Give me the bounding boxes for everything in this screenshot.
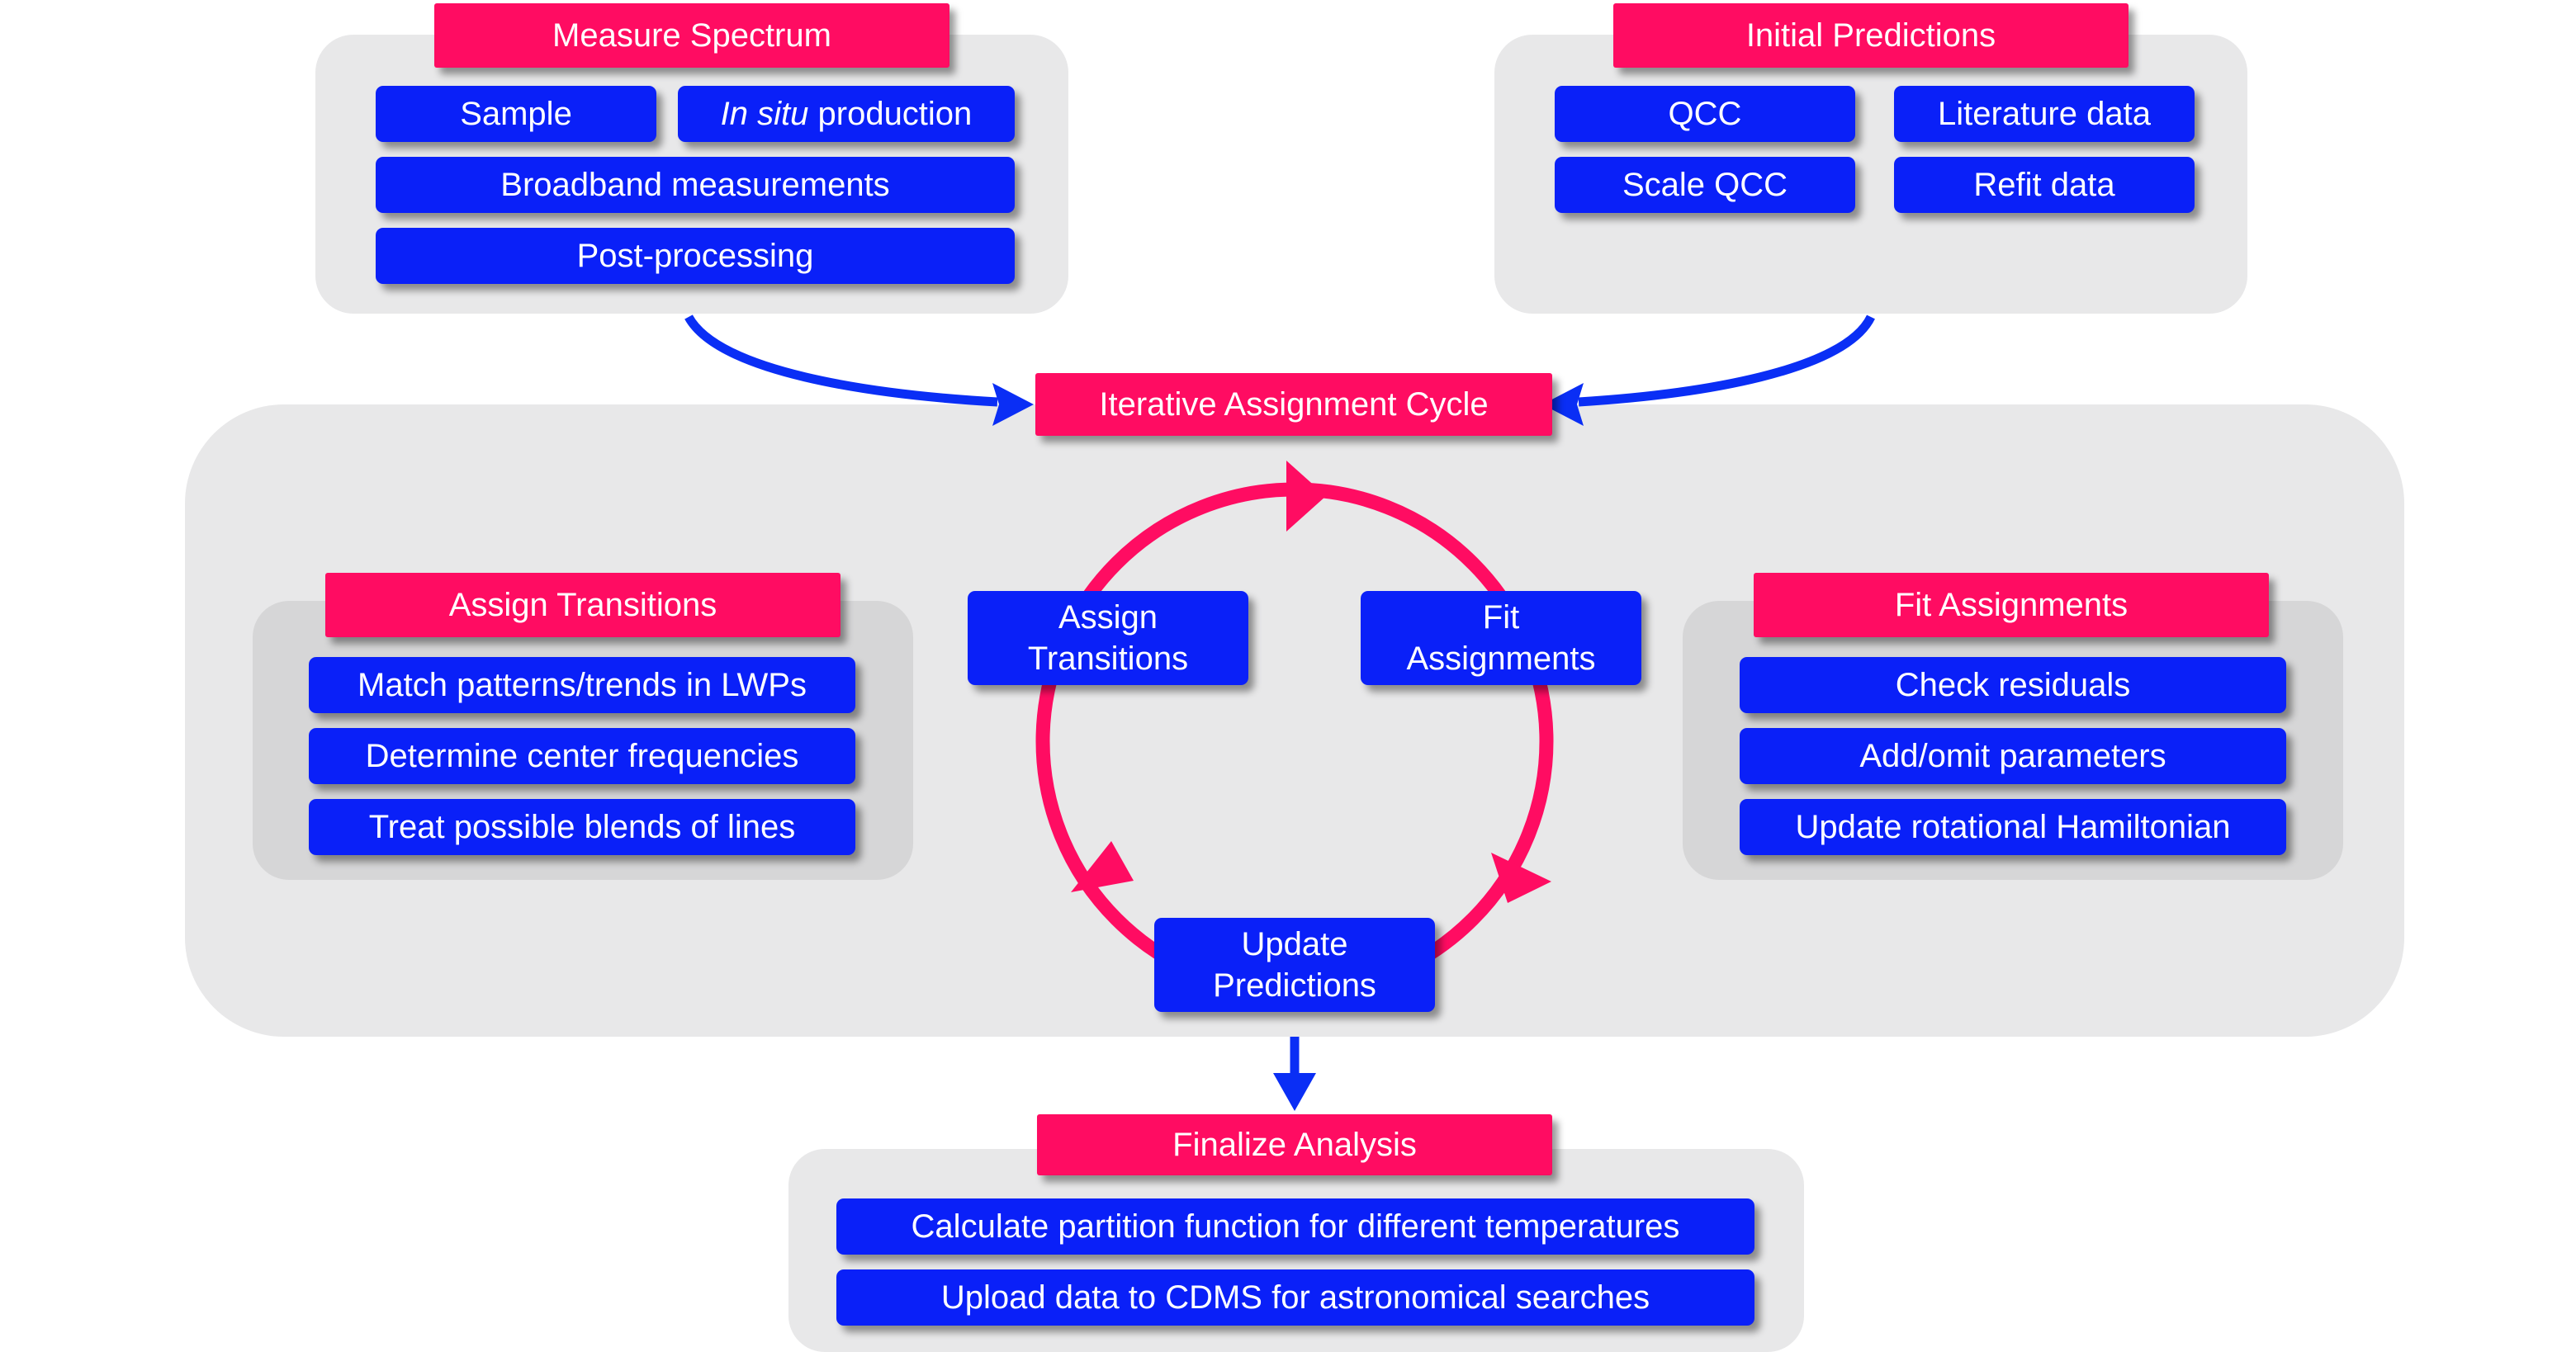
scale-qcc-text: Scale QCC — [1622, 167, 1788, 203]
iterative-assignment-cycle-title-text: Iterative Assignment Cycle — [1099, 386, 1489, 423]
assign-transitions-title: Assign Transitions — [325, 573, 841, 637]
finalize-analysis-title-text: Finalize Analysis — [1172, 1127, 1417, 1163]
finalize-arrowhead — [1273, 1073, 1316, 1111]
scale-qcc-box: Scale QCC — [1555, 157, 1855, 213]
fit-item-text: Add/omit parameters — [1859, 738, 2166, 774]
in-situ-production-text: In situ production — [721, 93, 973, 135]
qcc-box: QCC — [1555, 86, 1855, 142]
assign-item-box: Determine center frequencies — [309, 728, 855, 784]
assign-item-text: Treat possible blends of lines — [368, 809, 796, 845]
measure-spectrum-title-text: Measure Spectrum — [552, 17, 831, 54]
finalize-analysis-title: Finalize Analysis — [1037, 1114, 1552, 1175]
assign-transitions-title-text: Assign Transitions — [448, 587, 717, 623]
measure-arrowhead — [992, 383, 1034, 426]
cycle-arrowhead-top — [1286, 461, 1326, 532]
broadband-measurements-text: Broadband measurements — [500, 167, 890, 203]
assign-item-text: Match patterns/trends in LWPs — [358, 667, 807, 703]
cycle-update-line2: Predictions — [1213, 967, 1376, 1004]
qcc-text: QCC — [1668, 96, 1742, 132]
cycle-arrowhead-right — [1491, 853, 1551, 903]
refit-data-text: Refit data — [1973, 167, 2115, 203]
initial-arrowhead — [1542, 383, 1584, 426]
fit-item-box: Check residuals — [1740, 657, 2286, 713]
measure-to-cycle-arrow — [684, 314, 998, 407]
initial-to-cycle-arrow — [1578, 314, 1875, 407]
finalize-item-box: Upload data to CDMS for astronomical sea… — [836, 1269, 1754, 1326]
broadband-measurements-box: Broadband measurements — [376, 157, 1015, 213]
measure-spectrum-title: Measure Spectrum — [434, 3, 949, 68]
sample-text: Sample — [460, 96, 572, 132]
cycle-assign-line2: Transitions — [1027, 641, 1189, 677]
finalize-item-text: Calculate partition function for differe… — [911, 1208, 1680, 1245]
cycle-update-predictions-box: Update Predictions — [1154, 918, 1435, 1012]
fit-item-box: Add/omit parameters — [1740, 728, 2286, 784]
fit-item-box: Update rotational Hamiltonian — [1740, 799, 2286, 855]
cycle-fit-assignments-box: Fit Assignments — [1361, 591, 1641, 685]
literature-data-text: Literature data — [1938, 96, 2151, 132]
finalize-item-box: Calculate partition function for differe… — [836, 1198, 1754, 1255]
in-situ-production-box: In situ production — [678, 86, 1015, 142]
cycle-fit-line2: Assignments — [1406, 641, 1596, 677]
production-text: production — [808, 96, 973, 132]
cycle-arrowhead-left — [1071, 841, 1134, 892]
refit-data-box: Refit data — [1894, 157, 2195, 213]
assign-item-box: Match patterns/trends in LWPs — [309, 657, 855, 713]
flow-arrows — [684, 314, 1875, 1075]
post-processing-box: Post-processing — [376, 228, 1015, 284]
fit-assignments-title-text: Fit Assignments — [1894, 587, 2129, 623]
assign-item-box: Treat possible blends of lines — [309, 799, 855, 855]
sample-box: Sample — [376, 86, 656, 142]
fit-assignments-title: Fit Assignments — [1754, 573, 2269, 637]
iterative-assignment-cycle-title: Iterative Assignment Cycle — [1035, 373, 1552, 436]
fit-item-text: Check residuals — [1895, 667, 2131, 703]
in-situ-italic-text: In situ — [720, 96, 809, 132]
literature-data-box: Literature data — [1894, 86, 2195, 142]
fit-item-text: Update rotational Hamiltonian — [1795, 809, 2231, 845]
cycle-fit-line1: Fit — [1482, 599, 1520, 636]
finalize-item-text: Upload data to CDMS for astronomical sea… — [940, 1279, 1650, 1316]
cycle-assign-line1: Assign — [1058, 599, 1158, 636]
post-processing-text: Post-processing — [576, 238, 814, 274]
cycle-assign-transitions-box: Assign Transitions — [968, 591, 1248, 685]
initial-predictions-title-text: Initial Predictions — [1745, 17, 1996, 54]
assign-item-text: Determine center frequencies — [365, 738, 799, 774]
initial-predictions-title: Initial Predictions — [1613, 3, 2129, 68]
cycle-update-line1: Update — [1241, 926, 1348, 962]
